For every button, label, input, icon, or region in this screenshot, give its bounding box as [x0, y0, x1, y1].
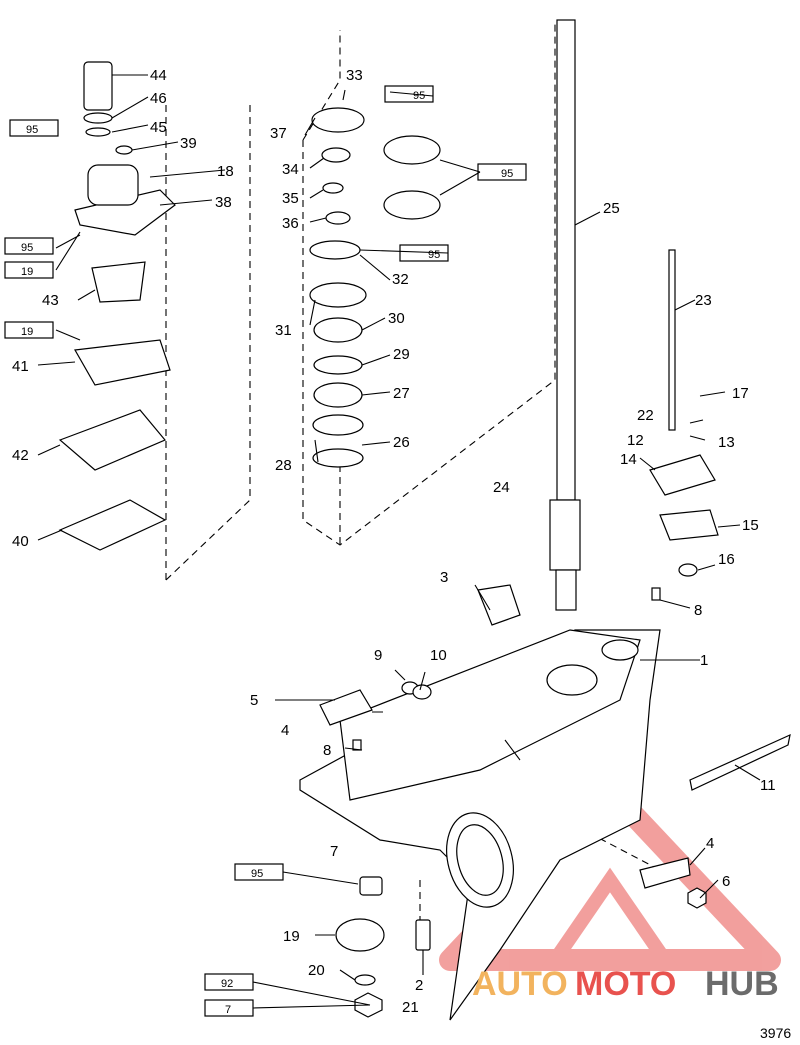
- label-4a: 4: [281, 722, 289, 739]
- part-labels: 1 2 3 4 4 5 6 7 8 8 9 10 11 12 13 14 15 …: [12, 67, 776, 1016]
- label-41: 41: [12, 358, 29, 375]
- label-36: 36: [282, 215, 299, 232]
- label-31: 31: [275, 322, 292, 339]
- small-parts: [58, 61, 791, 1018]
- label-19: 19: [283, 928, 300, 945]
- label-7: 7: [330, 843, 338, 860]
- tube-label-7: 7: [225, 1004, 231, 1016]
- diagram-code: 3976: [760, 1025, 791, 1041]
- label-11: 11: [760, 777, 776, 794]
- label-27: 27: [393, 385, 410, 402]
- label-29: 29: [393, 346, 410, 363]
- label-8b: 8: [694, 602, 702, 619]
- label-44: 44: [150, 67, 167, 84]
- label-12: 12: [627, 432, 644, 449]
- label-23: 23: [695, 292, 712, 309]
- label-43: 43: [42, 292, 59, 309]
- label-42: 42: [12, 447, 29, 464]
- label-6: 6: [722, 873, 730, 890]
- sealant-tubes: [4, 85, 527, 1017]
- tube-label-95c: 95: [413, 90, 425, 102]
- label-8a: 8: [323, 742, 331, 759]
- label-2: 2: [415, 977, 423, 994]
- leader-lines: [37, 74, 761, 1009]
- tube-label-95d: 95: [501, 168, 513, 180]
- tube-label-19a: 19: [21, 266, 33, 278]
- label-26: 26: [393, 434, 410, 451]
- label-5: 5: [250, 692, 258, 709]
- label-22: 22: [637, 407, 654, 424]
- label-1: 1: [700, 652, 708, 669]
- label-4b: 4: [706, 835, 714, 852]
- watermark-text: AUTO MOTO HUB: [472, 965, 779, 1003]
- driveshaft: [549, 19, 581, 611]
- label-20: 20: [308, 962, 325, 979]
- label-28: 28: [275, 457, 292, 474]
- tube-label-92: 92: [221, 978, 233, 990]
- tube-label-95f: 95: [251, 868, 263, 880]
- label-24: 24: [493, 479, 510, 496]
- label-37: 37: [270, 125, 287, 142]
- label-32: 32: [392, 271, 409, 288]
- label-17: 17: [732, 385, 749, 402]
- label-39: 39: [180, 135, 197, 152]
- label-14: 14: [620, 451, 637, 468]
- label-9: 9: [374, 647, 382, 664]
- watermark-hub: HUB: [705, 965, 779, 1003]
- shift-shaft: [668, 249, 676, 431]
- tube-label-95b: 95: [21, 242, 33, 254]
- label-3: 3: [440, 569, 448, 586]
- label-16: 16: [718, 551, 735, 568]
- label-38: 38: [215, 194, 232, 211]
- label-35: 35: [282, 190, 299, 207]
- label-25: 25: [603, 200, 620, 217]
- label-34: 34: [282, 161, 299, 178]
- label-30: 30: [388, 310, 405, 327]
- label-15: 15: [742, 517, 759, 534]
- label-46: 46: [150, 90, 167, 107]
- label-10: 10: [430, 647, 447, 664]
- gear-housing: [299, 629, 661, 1021]
- tube-label-95e: 95: [428, 249, 440, 261]
- tube-label-95a: 95: [26, 124, 38, 136]
- label-40: 40: [12, 533, 29, 550]
- label-45: 45: [150, 119, 167, 136]
- tube-label-19b: 19: [21, 326, 33, 338]
- label-18: 18: [217, 163, 234, 180]
- tube-labels: 95 95 19 19 95 95 95 95 92 7: [21, 90, 513, 1016]
- label-13: 13: [718, 434, 735, 451]
- watermark-moto: MOTO: [575, 965, 676, 1003]
- label-21: 21: [402, 999, 419, 1016]
- label-33: 33: [346, 67, 363, 84]
- watermark-auto: AUTO: [472, 965, 568, 1003]
